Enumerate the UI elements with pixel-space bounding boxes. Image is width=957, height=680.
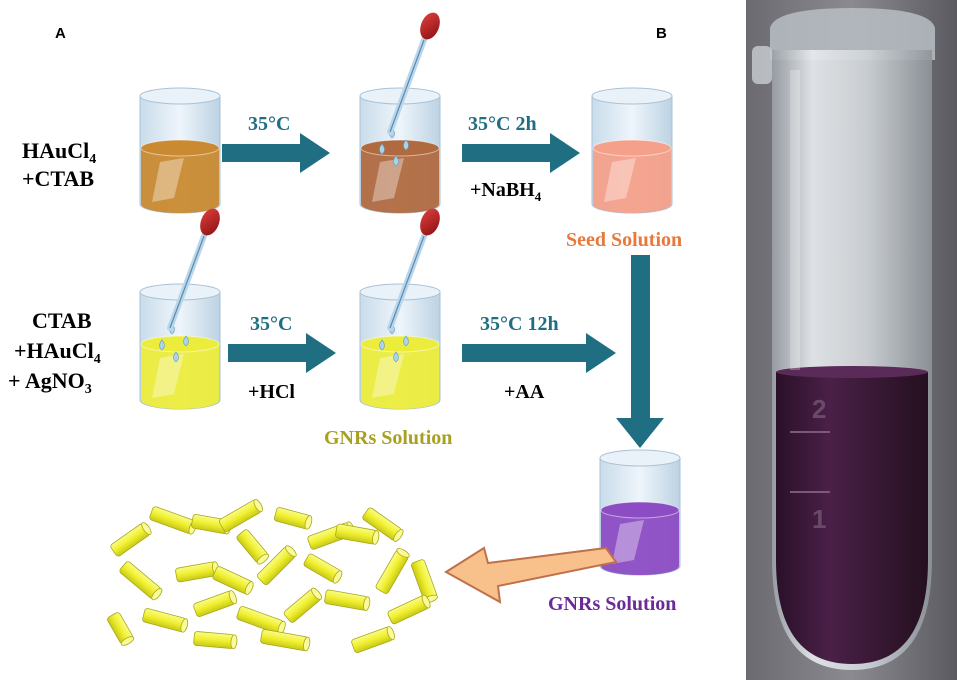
step2-condition: 35°C 2h (468, 113, 537, 135)
droplet (403, 335, 409, 347)
gold-nanorod (219, 498, 263, 532)
gold-nanorod (149, 506, 197, 535)
beaker-seed-solution (591, 87, 673, 214)
growth-reagent-line1: CTAB (32, 308, 92, 333)
step3-reagent: +HCl (248, 381, 295, 403)
gold-nanorod (193, 590, 237, 617)
panel-label-b: B (656, 25, 667, 42)
growth-reagent-line3: + AgNO3 (8, 368, 92, 397)
gold-nanorod (274, 507, 313, 530)
seed-solution-label: Seed Solution (566, 229, 682, 251)
droplet (393, 351, 399, 363)
tube-photo: 2 1 (746, 0, 957, 680)
step3-condition: 35°C (250, 313, 292, 335)
droplet (379, 143, 385, 155)
gold-nanorod (175, 561, 220, 583)
step4-condition: 35°C 12h (480, 313, 559, 335)
arrow-down (616, 255, 664, 448)
gold-nanorod (362, 507, 404, 542)
step1-condition: 35°C (248, 113, 290, 135)
gold-nanorod (193, 631, 238, 650)
gold-nanorod (110, 522, 152, 557)
arrow-step3 (228, 333, 336, 373)
droplet (173, 351, 179, 363)
beaker-gnrs-final (599, 449, 681, 576)
gold-nanorod (335, 523, 380, 545)
pipette-dropper (387, 208, 440, 331)
beaker-seed-mix (359, 12, 441, 214)
gold-nanorod (142, 608, 189, 633)
seed-reagent-line1: HAuCl4 (22, 138, 96, 167)
beaker-seed-start (139, 87, 221, 214)
beaker-growth-acid (359, 208, 441, 410)
beaker-growth-start (139, 208, 221, 410)
pipette-dropper (167, 208, 220, 331)
panel-label-a: A (55, 25, 66, 42)
gold-nanorod (387, 594, 431, 625)
gold-nanorod (351, 626, 395, 653)
droplet (379, 339, 385, 351)
droplet (159, 339, 165, 351)
growth-reagent-line2: +HAuCl4 (14, 338, 101, 367)
gold-nanorod (303, 553, 343, 584)
gold-nanorod (119, 561, 163, 601)
droplet (393, 155, 399, 167)
arrow-step2 (462, 133, 580, 173)
gold-nanorods (107, 498, 438, 653)
tube-mark-2: 2 (812, 394, 826, 424)
step4-reagent: +AA (504, 381, 545, 403)
gold-nanorod (375, 548, 410, 594)
step2-reagent: +NaBH4 (470, 179, 542, 204)
arrow-step1 (222, 133, 330, 173)
droplet (403, 139, 409, 151)
gold-nanorod (212, 566, 254, 595)
gold-nanorod (260, 629, 311, 652)
final-solution-label: GNRs Solution (548, 593, 676, 615)
droplet (183, 335, 189, 347)
gold-nanorod (107, 612, 135, 646)
growth-solution-label: GNRs Solution (324, 427, 452, 449)
tube-mark-1: 1 (812, 504, 826, 534)
gold-nanorod (324, 589, 371, 611)
pipette-dropper (387, 12, 440, 135)
gold-nanorod (236, 606, 286, 635)
arrow-step4 (462, 333, 616, 373)
gold-nanorod (283, 587, 323, 623)
gold-nanorod (257, 545, 297, 585)
arrow-to-rods (444, 546, 618, 604)
seed-reagent-line2: +CTAB (22, 166, 94, 191)
gold-nanorod (236, 529, 270, 565)
